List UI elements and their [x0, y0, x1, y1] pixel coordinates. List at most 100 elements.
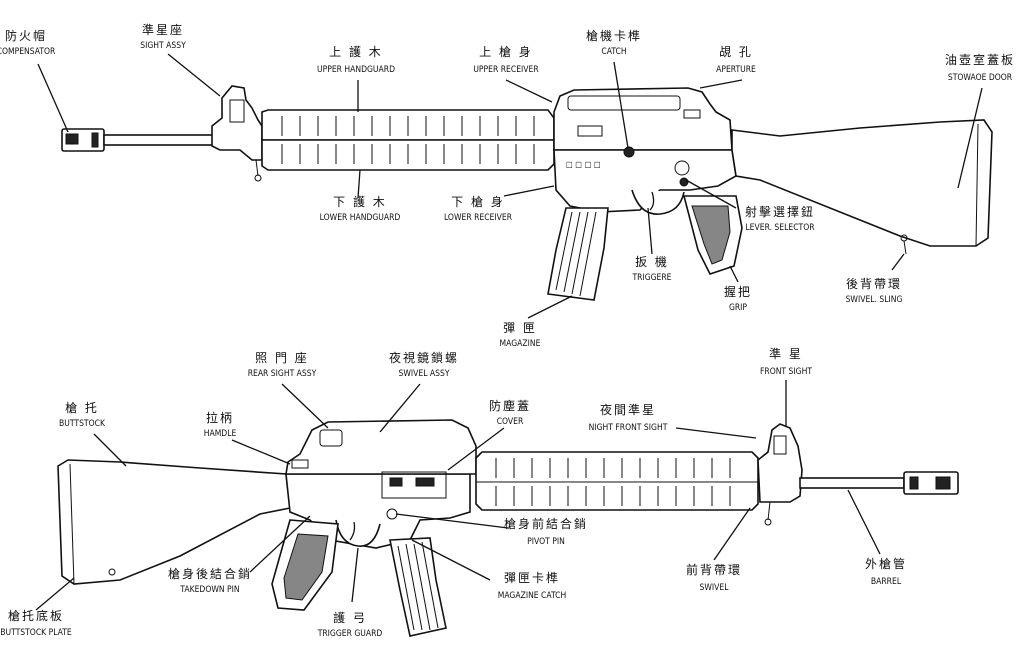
svg-text:夜視鏡鎖螺: 夜視鏡鎖螺: [389, 350, 459, 365]
buttstock-part-bottom: [57, 459, 291, 585]
svg-text:握把: 握把: [724, 284, 752, 299]
label-upper-receiver: 上 槍 身 UPPER RECEIVER: [473, 44, 539, 75]
svg-text:SWIVEL. SLING: SWIVEL. SLING: [846, 295, 903, 305]
label-lower-receiver: 下 槍 身 LOWER RECEIVER: [444, 194, 513, 223]
magazine-part-top: [547, 207, 609, 301]
svg-text:LEVER. SELECTOR: LEVER. SELECTOR: [745, 223, 815, 233]
label-handle: 拉柄 HAMDLE: [204, 410, 237, 439]
svg-text:SWIVEL ASSY: SWIVEL ASSY: [398, 369, 449, 379]
svg-text:扳 機: 扳 機: [635, 254, 669, 269]
svg-text:MAGAZINE: MAGAZINE: [500, 339, 541, 349]
handguard-part-bottom: [475, 451, 759, 511]
svg-text:UPPER RECEIVER: UPPER RECEIVER: [473, 65, 539, 75]
svg-text:後背帶環: 後背帶環: [846, 277, 902, 291]
svg-text:SIGHT ASSY: SIGHT ASSY: [140, 41, 186, 51]
label-swivel-assy: 夜視鏡鎖螺 SWIVEL ASSY: [389, 350, 459, 379]
rifle-right-side-view: [57, 419, 959, 637]
svg-text:BUTTSTOCK: BUTTSTOCK: [59, 419, 106, 429]
label-catch: 槍機卡榫 CATCH: [586, 28, 642, 57]
svg-text:TAKEDOWN PIN: TAKEDOWN PIN: [179, 585, 239, 595]
svg-text:TRIGGER GUARD: TRIGGER GUARD: [317, 629, 383, 639]
buttstock-part-top: [731, 119, 993, 247]
svg-text:拉柄: 拉柄: [206, 410, 234, 425]
leader-lines: [35, 53, 983, 611]
magazine-part-bottom: [389, 537, 447, 637]
svg-text:PIVOT PIN: PIVOT PIN: [527, 537, 565, 547]
svg-text:防火帽: 防火帽: [5, 28, 47, 43]
svg-text:前背帶環: 前背帶環: [686, 562, 742, 577]
svg-text:彈 匣: 彈 匣: [503, 321, 537, 335]
label-trigger: 扳 機 TRIGGERE: [631, 254, 671, 283]
svg-text:槍身前結合銷: 槍身前結合銷: [504, 516, 588, 531]
label-buttstock: 槍 托 BUTTSTOCK: [59, 400, 106, 429]
svg-text:REAR SIGHT ASSY: REAR SIGHT ASSY: [248, 369, 317, 379]
label-magazine: 彈 匣 MAGAZINE: [500, 321, 541, 349]
label-lever-selector: 射擊選擇鈕 LEVER. SELECTOR: [745, 204, 815, 233]
svg-text:UPPER HANDGUARD: UPPER HANDGUARD: [317, 65, 395, 75]
svg-text:油壺室蓋板: 油壺室蓋板: [945, 52, 1015, 67]
label-upper-handguard: 上 護 木 UPPER HANDGUARD: [317, 44, 395, 75]
label-takedown-pin: 槍身後結合銷 TAKEDOWN PIN: [168, 566, 252, 595]
label-front-sight: 準 星 FRONT SIGHT: [760, 346, 812, 377]
svg-text:槍機卡榫: 槍機卡榫: [586, 28, 642, 43]
svg-text:STOWAOE DOOR: STOWAOE DOOR: [948, 73, 1013, 83]
label-stowage-door: 油壺室蓋板 STOWAOE DOOR: [945, 52, 1015, 83]
svg-text:BUTTSTOCK PLATE: BUTTSTOCK PLATE: [0, 628, 72, 638]
svg-text:LOWER RECEIVER: LOWER RECEIVER: [444, 213, 513, 223]
svg-text:防塵蓋: 防塵蓋: [489, 398, 531, 413]
svg-text:MAGAZINE CATCH: MAGAZINE CATCH: [498, 591, 566, 601]
svg-text:COMPENSATOR: COMPENSATOR: [0, 47, 56, 57]
label-compensator: 防火帽 COMPENSATOR: [0, 28, 56, 57]
callout-labels: 防火帽 COMPENSATOR 準星座 SIGHT ASSY 上 護 木 UPP…: [0, 22, 1015, 639]
svg-text:照 門 座: 照 門 座: [255, 350, 309, 365]
label-aperture: 覘 孔 APERTURE: [716, 44, 756, 75]
svg-text:外槍管: 外槍管: [865, 556, 907, 571]
svg-text:下 槍 身: 下 槍 身: [451, 194, 505, 209]
svg-text:CATCH: CATCH: [601, 47, 626, 57]
svg-text:APERTURE: APERTURE: [716, 65, 756, 75]
label-magazine-catch: 彈匣卡榫 MAGAZINE CATCH: [498, 570, 566, 601]
label-barrel: 外槍管 BARREL: [865, 556, 907, 587]
svg-text:SWIVEL: SWIVEL: [700, 583, 730, 593]
svg-text:槍 托: 槍 托: [65, 400, 99, 415]
barrel-part-top: [103, 134, 223, 146]
svg-text:槍托底板: 槍托底板: [8, 608, 64, 623]
label-lower-handguard: 下 護 木 LOWER HANDGUARD: [320, 194, 401, 223]
svg-text:夜間準星: 夜間準星: [600, 402, 656, 417]
svg-text:下 護 木: 下 護 木: [333, 194, 387, 209]
upper-receiver-part-bottom: [285, 419, 477, 475]
svg-text:準 星: 準 星: [769, 346, 803, 361]
label-sight-assy: 準星座 SIGHT ASSY: [140, 22, 186, 51]
label-pivot-pin: 槍身前結合銷 PIVOT PIN: [504, 516, 588, 547]
svg-text:GRIP: GRIP: [729, 303, 747, 313]
label-grip: 握把 GRIP: [724, 284, 752, 313]
svg-text:射擊選擇鈕: 射擊選擇鈕: [745, 204, 815, 219]
barrel-part-bottom: [799, 477, 905, 489]
svg-text:彈匣卡榫: 彈匣卡榫: [504, 570, 560, 585]
front-sight-part-bottom: [757, 423, 803, 503]
label-rear-sight-assy: 照 門 座 REAR SIGHT ASSY: [248, 350, 317, 379]
svg-text:HAMDLE: HAMDLE: [204, 429, 237, 439]
label-trigger-guard: 護 弓 TRIGGER GUARD: [317, 610, 383, 639]
svg-text:COVER: COVER: [497, 417, 524, 427]
label-swivel-sling: 後背帶環 SWIVEL. SLING: [846, 277, 903, 305]
front-sight-assy-part: [211, 85, 263, 161]
svg-text:槍身後結合銷: 槍身後結合銷: [168, 566, 252, 581]
svg-text:NIGHT FRONT SIGHT: NIGHT FRONT SIGHT: [589, 423, 668, 433]
svg-text:護 弓: 護 弓: [333, 610, 367, 625]
svg-text:FRONT SIGHT: FRONT SIGHT: [760, 367, 812, 377]
label-night-front-sight: 夜間準星 NIGHT FRONT SIGHT: [589, 402, 668, 433]
svg-text:覘 孔: 覘 孔: [719, 44, 753, 59]
rifle-left-side-view: ☐ ☐ ☐ ☐: [61, 85, 993, 301]
svg-text:BARREL: BARREL: [871, 577, 902, 587]
upper-receiver-part: [553, 87, 733, 151]
label-cover: 防塵蓋 COVER: [489, 398, 531, 427]
svg-text:上 槍 身: 上 槍 身: [479, 44, 533, 59]
svg-text:準星座: 準星座: [142, 22, 184, 37]
svg-text:☐ ☐ ☐ ☐: ☐ ☐ ☐ ☐: [566, 161, 601, 171]
svg-text:上 護 木: 上 護 木: [329, 44, 383, 59]
label-swivel: 前背帶環 SWIVEL: [686, 562, 742, 593]
label-buttstock-plate: 槍托底板 BUTTSTOCK PLATE: [0, 608, 72, 638]
svg-text:TRIGGERE: TRIGGERE: [631, 273, 671, 283]
